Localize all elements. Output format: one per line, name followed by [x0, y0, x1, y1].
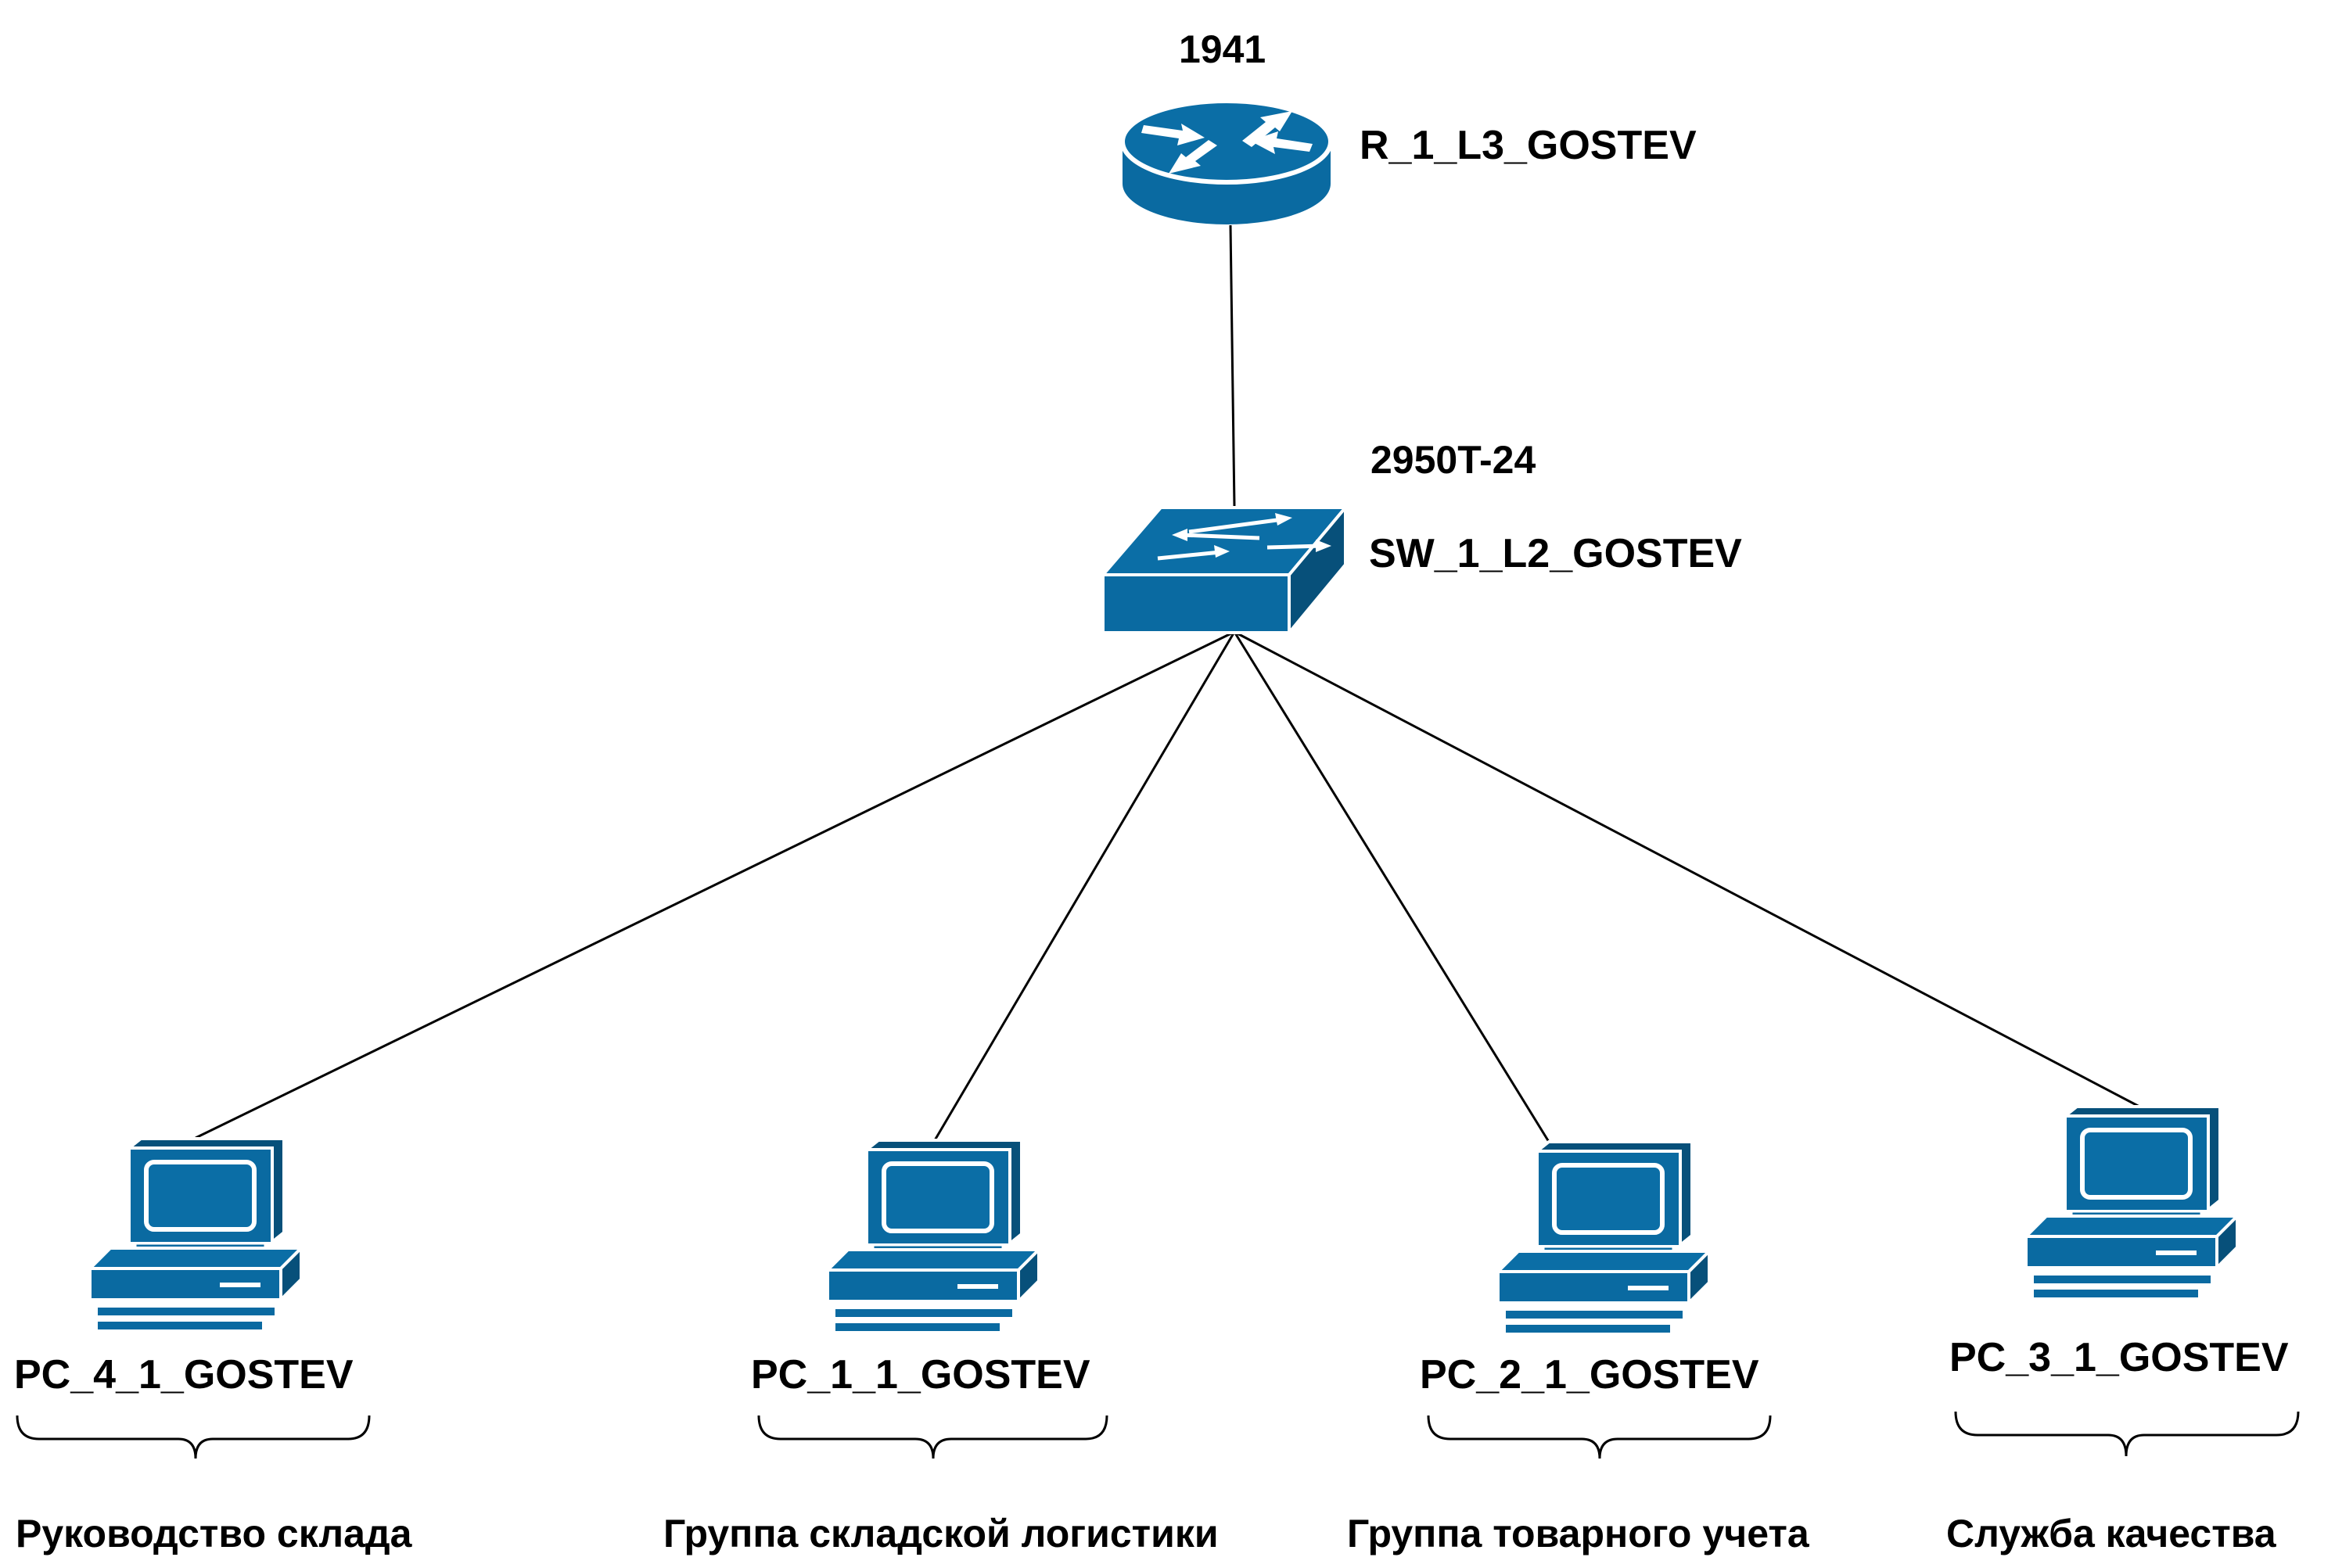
pc-icon-4[interactable]	[90, 1139, 301, 1329]
pc4-group-label: Руководство склада	[16, 1512, 412, 1555]
pc2-group-label: Группа товарного учета	[1347, 1512, 1809, 1555]
router-icon[interactable]	[1120, 99, 1333, 224]
switch-hostname-label: SW_1_L2_GOSTEV	[1369, 531, 1742, 576]
link-switch-pc1	[933, 631, 1236, 1141]
pc-icon-3[interactable]	[2026, 1107, 2237, 1297]
links	[195, 224, 2140, 1143]
pc-icon-2[interactable]	[1498, 1142, 1709, 1333]
switch-model-label: 2950T-24	[1370, 438, 1536, 482]
brace-pc4	[16, 1415, 371, 1459]
pc3-hostname-label: PC_3_1_GOSTEV	[1949, 1335, 2289, 1380]
brace-pc1	[757, 1415, 1108, 1459]
pc-icon-1[interactable]	[828, 1140, 1039, 1331]
switch-icon[interactable]	[1099, 503, 1349, 637]
link-switch-pc2	[1233, 631, 1550, 1143]
router-model-label: 1941	[1179, 27, 1266, 71]
brace-pc3	[1954, 1411, 2300, 1457]
link-router-switch	[1229, 224, 1236, 508]
pc2-hostname-label: PC_2_1_GOSTEV	[1420, 1352, 1759, 1398]
pc4-hostname-label: PC_4_1_GOSTEV	[14, 1352, 354, 1398]
braces	[16, 1411, 2300, 1459]
pc1-hostname-label: PC_1_1_GOSTEV	[751, 1352, 1090, 1398]
pc3-group-label: Служба качества	[1946, 1512, 2276, 1555]
link-switch-pc4	[195, 630, 1235, 1139]
router-hostname-label: R_1_L3_GOSTEV	[1360, 123, 1697, 168]
brace-pc2	[1427, 1415, 1772, 1459]
pc1-group-label: Группа складской логистики	[663, 1512, 1219, 1555]
link-switch-pc3	[1234, 630, 2140, 1108]
